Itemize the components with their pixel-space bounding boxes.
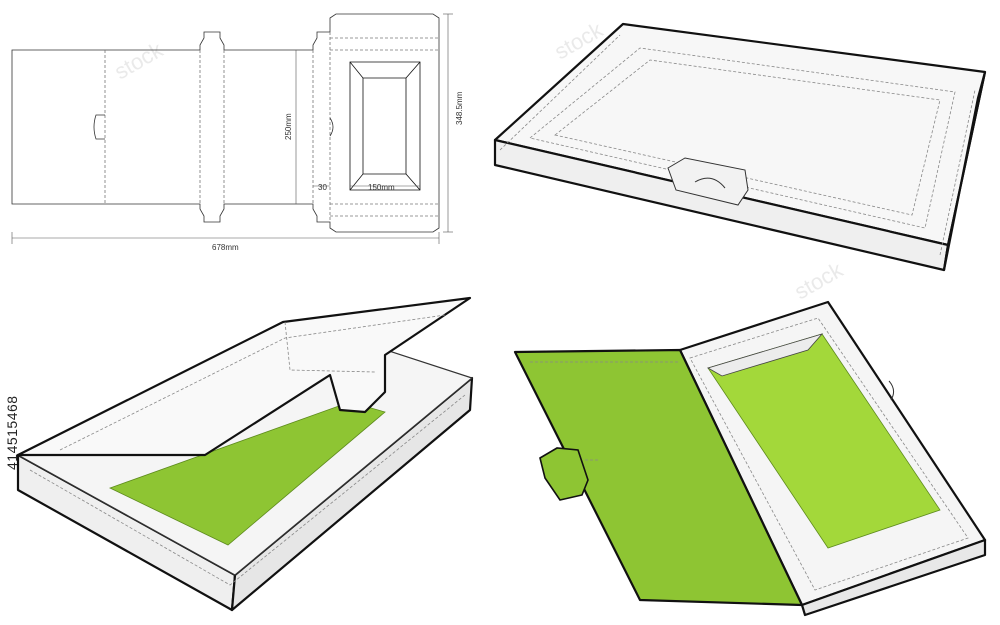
dieline-window-inner: [362, 77, 407, 175]
open-box-view: [513, 300, 987, 617]
open-box-lock-tab: [539, 447, 589, 501]
closed-box-lock-tab: [667, 157, 749, 206]
dimension-height: 348.5mm: [455, 91, 464, 125]
dieline-outline: [11, 13, 440, 233]
dimension-margin: 30: [318, 183, 327, 192]
open-box-side-tab: [888, 380, 895, 401]
dimension-total-width: 678mm: [212, 243, 239, 252]
dimension-window-width: 150mm: [368, 183, 395, 192]
dieline-lock-tab: [93, 114, 105, 140]
watermark-text: stock: [110, 37, 168, 85]
half-open-box-green-interior: [108, 401, 386, 546]
open-box-tray-side: [800, 538, 987, 617]
open-box-fold-lines: [530, 317, 969, 591]
closed-box-side: [942, 70, 987, 272]
half-open-box-lid: [16, 296, 472, 457]
stock-id-label: 414515468: [4, 395, 20, 470]
closed-box-fold-lines: [499, 34, 976, 256]
watermark-text: stock: [790, 257, 848, 305]
dieline-fold-lines: [104, 32, 439, 222]
open-box-interior-back: [706, 333, 824, 377]
dimension-lines: [11, 13, 453, 244]
dieline-side-notch: [329, 117, 334, 137]
dieline-flat-layout: [11, 13, 453, 244]
half-open-box-fold-lines: [29, 314, 466, 586]
closed-box-view: [493, 22, 987, 272]
dimension-inner-height: 250mm: [284, 113, 293, 140]
closed-box-lock-thumbhole: [694, 177, 726, 189]
open-box-green-flap: [513, 348, 804, 607]
dieline-window-corners: [349, 61, 421, 191]
dieline-window: [349, 61, 421, 191]
half-open-box-view: [16, 296, 474, 612]
